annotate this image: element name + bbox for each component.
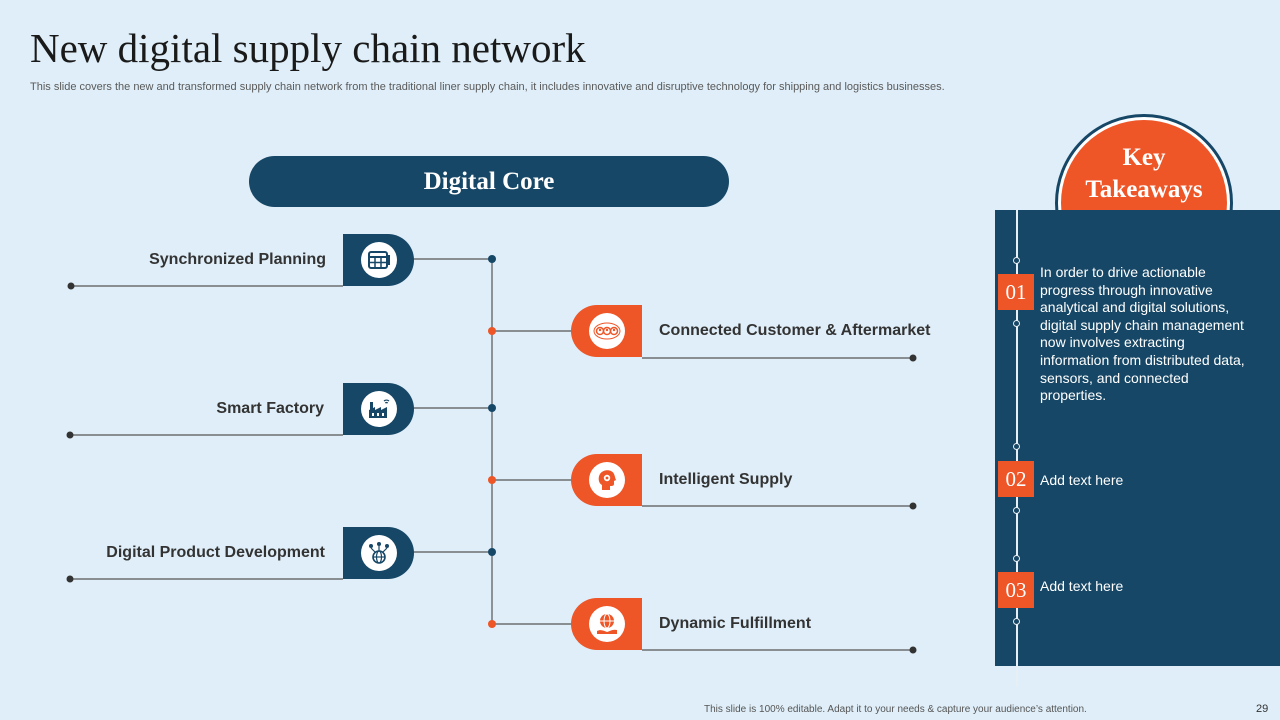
connected-people-icon — [588, 313, 625, 349]
label-smart-factory: Smart Factory — [216, 400, 324, 417]
factory-icon — [360, 391, 397, 427]
takeaway-number-01: 01 — [998, 274, 1034, 310]
underline-end-dot — [909, 354, 917, 362]
label-dynamic-fulfillment: Dynamic Fulfillment — [659, 615, 812, 632]
junction-dot — [488, 327, 496, 335]
node-smart-factory — [343, 383, 414, 435]
node-intelligent-supply — [571, 454, 642, 506]
timeline-dot — [1013, 257, 1020, 264]
timeline-dot — [1013, 443, 1020, 450]
takeaway-number-02: 02 — [998, 461, 1034, 497]
key-takeaways-panel — [995, 210, 1280, 666]
label-digital-product-development: Digital Product Development — [106, 544, 325, 561]
takeaway-text-01: In order to drive actionable progress th… — [1040, 264, 1245, 404]
takeaway-number-03: 03 — [998, 572, 1034, 608]
key-takeaways-title-line2: Takeaways — [1085, 176, 1203, 203]
takeaway-text-03: Add text here — [1040, 578, 1124, 594]
footer-note: This slide is 100% editable. Adapt it to… — [704, 704, 1087, 715]
page-title: New digital supply chain network — [30, 25, 586, 71]
label-synchronized-planning: Synchronized Planning — [149, 251, 326, 268]
node-synchronized-planning — [343, 234, 414, 286]
underline-end-dot — [909, 646, 917, 654]
digital-core-banner: Digital Core — [249, 156, 729, 207]
key-takeaways-title-line1: Key — [1122, 144, 1166, 171]
page-number: 29 — [1256, 703, 1269, 715]
label-connected-customer: Connected Customer & Aftermarket — [659, 322, 931, 339]
timeline-dot — [1013, 555, 1020, 562]
timeline-dot — [1013, 320, 1020, 327]
underline-end-dot — [67, 282, 75, 290]
timeline-dot — [1013, 507, 1020, 514]
underline-end-dot — [66, 575, 74, 583]
junction-dot — [488, 620, 496, 628]
globe-network-icon — [360, 535, 397, 571]
junction-dot — [488, 548, 496, 556]
node-dynamic-fulfillment — [571, 598, 642, 650]
page-subtitle: This slide covers the new and transforme… — [30, 81, 945, 93]
junction-dot — [488, 255, 496, 263]
underline-end-dot — [66, 431, 74, 439]
key-takeaways-title: Key Takeaways — [1061, 142, 1227, 206]
junction-dot — [488, 404, 496, 412]
underline-end-dot — [909, 502, 917, 510]
globe-hand-icon — [588, 606, 625, 642]
calendar-grid-icon — [360, 242, 397, 278]
head-gear-icon — [588, 462, 625, 498]
timeline-dot — [1013, 618, 1020, 625]
label-intelligent-supply: Intelligent Supply — [659, 471, 793, 488]
junction-dot — [488, 476, 496, 484]
node-digital-product-development — [343, 527, 414, 579]
takeaway-text-02: Add text here — [1040, 472, 1124, 488]
node-connected-customer — [571, 305, 642, 357]
